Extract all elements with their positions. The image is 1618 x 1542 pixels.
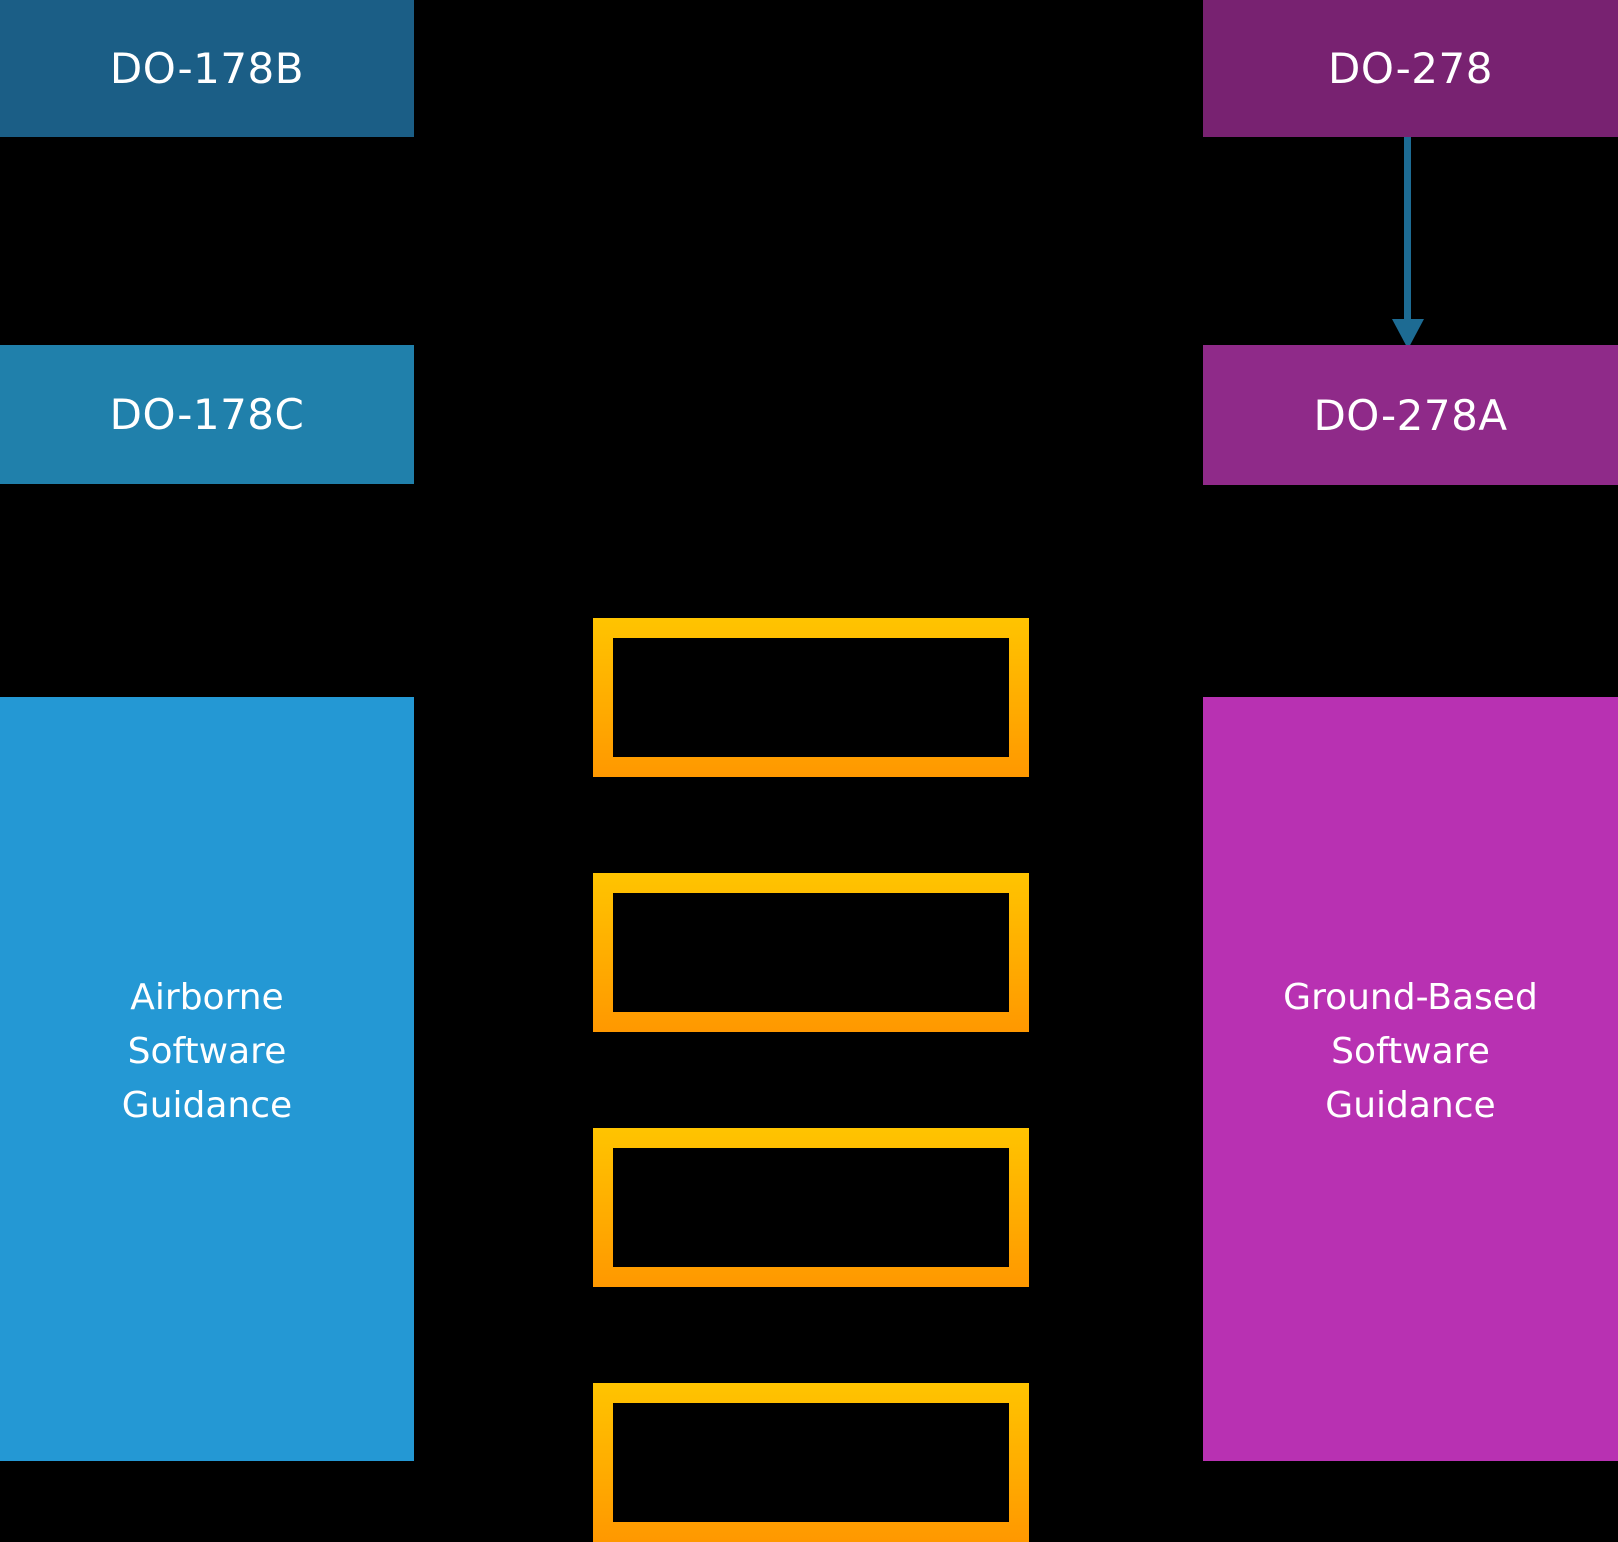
label-line: Software <box>1331 1030 1490 1072</box>
down-arrow-shaft <box>1404 137 1411 323</box>
do-278-box: DO-278 <box>1203 0 1618 137</box>
label-line: Software <box>127 1030 287 1072</box>
do-178c-label: DO-178C <box>109 390 305 439</box>
airborne-software-guidance-label: Airborne Software Guidance <box>122 971 292 1133</box>
down-arrow-head <box>1392 319 1424 349</box>
do-278a-label: DO-278A <box>1313 390 1508 440</box>
placeholder-frame-fill <box>613 638 1009 757</box>
label-line: Airborne <box>130 976 284 1018</box>
do-278-label: DO-278 <box>1328 44 1493 93</box>
do-278a-box: DO-278A <box>1203 345 1618 485</box>
do-178b-box: DO-178B <box>0 0 414 137</box>
ground-based-software-guidance-box: Ground-Based Software Guidance <box>1203 697 1618 1461</box>
label-line: Guidance <box>1325 1084 1496 1126</box>
label-line: Ground-Based <box>1283 976 1538 1018</box>
orange-placeholder-frame-2 <box>593 873 1029 1032</box>
ground-based-software-guidance-label: Ground-Based Software Guidance <box>1283 971 1538 1133</box>
label-line: Guidance <box>121 1084 293 1126</box>
orange-placeholder-frame-1 <box>593 618 1029 777</box>
orange-placeholder-frame-3 <box>593 1128 1029 1287</box>
airborne-software-guidance-box: Airborne Software Guidance <box>0 697 414 1461</box>
down-arrow-icon <box>1392 137 1424 349</box>
placeholder-frame-fill <box>613 1403 1009 1522</box>
do-178c-box: DO-178C <box>0 345 414 484</box>
do-178b-label: DO-178B <box>109 44 305 93</box>
placeholder-frame-fill <box>613 893 1009 1012</box>
placeholder-frame-fill <box>613 1148 1009 1267</box>
orange-placeholder-frame-4 <box>593 1383 1029 1542</box>
